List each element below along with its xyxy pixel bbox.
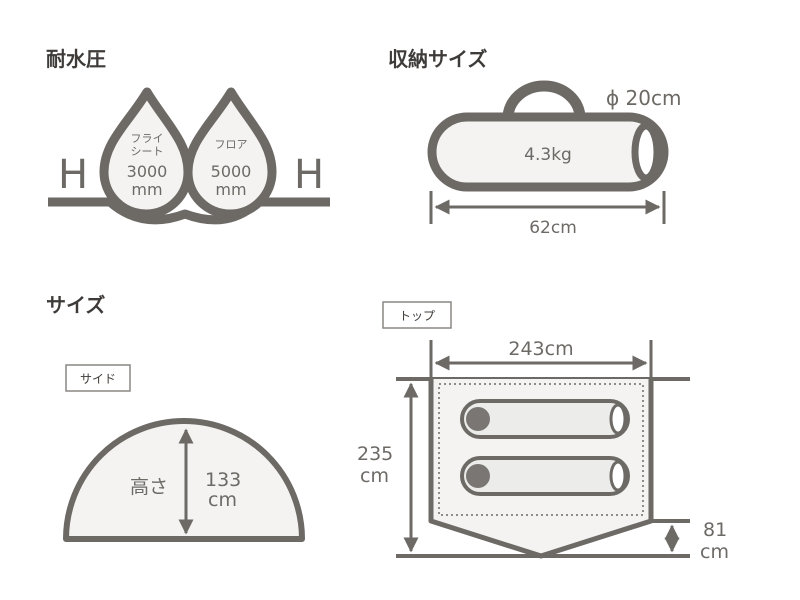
storage-diagram: 4.3kg ϕ 20cm 62cm	[427, 80, 681, 238]
fly-label-line2: シート	[131, 145, 164, 158]
top-tag-label: トップ	[399, 309, 435, 323]
fly-label-line1: フライ	[131, 132, 164, 145]
storage-weight: 4.3kg	[524, 145, 572, 165]
fly-sheet-drop-icon	[99, 87, 193, 219]
carry-handle-icon	[502, 80, 586, 124]
storage-bag-icon	[427, 112, 669, 192]
waterproof-diagram: H H フライ シート 3000 mm フロア 5000 mm	[48, 87, 330, 225]
top-tag-box	[382, 301, 452, 329]
sleeping-bag-foot	[609, 460, 627, 492]
water-level-right-label: H	[294, 152, 324, 198]
depth-unit: cm	[360, 465, 389, 487]
side-dome-outline	[63, 418, 305, 542]
bag-end-cap	[631, 122, 661, 182]
ground-line	[48, 197, 330, 225]
floor-label: フロア	[215, 138, 248, 151]
vestibule-unit: cm	[700, 541, 729, 563]
top-view-diagram: 243cm 235 cm 81 cm	[357, 338, 729, 563]
fly-unit: mm	[131, 180, 162, 199]
vestibule-value: 81	[703, 519, 727, 541]
side-view-diagram: 高さ 133 cm	[63, 418, 305, 542]
floor-drop-icon	[183, 87, 277, 219]
person-head-icon	[466, 407, 490, 431]
sleeping-bag-body	[460, 399, 630, 439]
storage-title: 収納サイズ	[388, 47, 487, 71]
side-tag-box	[65, 364, 131, 392]
storage-diameter: ϕ 20cm	[606, 86, 681, 110]
sleeping-bag-foot	[609, 403, 627, 435]
height-unit: cm	[208, 489, 237, 511]
side-tag-label: サイド	[80, 372, 116, 386]
fly-value: 3000	[127, 162, 168, 181]
floor-value: 5000	[211, 162, 252, 181]
sleeping-bag-icon	[460, 456, 630, 496]
sleeping-bag-body	[460, 456, 630, 496]
waterproof-title: 耐水圧	[46, 47, 106, 71]
water-level-left-label: H	[58, 152, 88, 198]
depth-value: 235	[357, 443, 393, 465]
sleeping-bag-icon	[460, 399, 630, 439]
inner-floor-outline	[438, 383, 644, 516]
floor-unit: mm	[215, 180, 246, 199]
height-value: 133	[205, 469, 241, 491]
person-head-icon	[466, 464, 490, 488]
height-label: 高さ	[130, 476, 168, 498]
size-title: サイズ	[46, 293, 105, 317]
storage-length: 62cm	[529, 218, 577, 238]
top-width: 243cm	[508, 338, 573, 360]
